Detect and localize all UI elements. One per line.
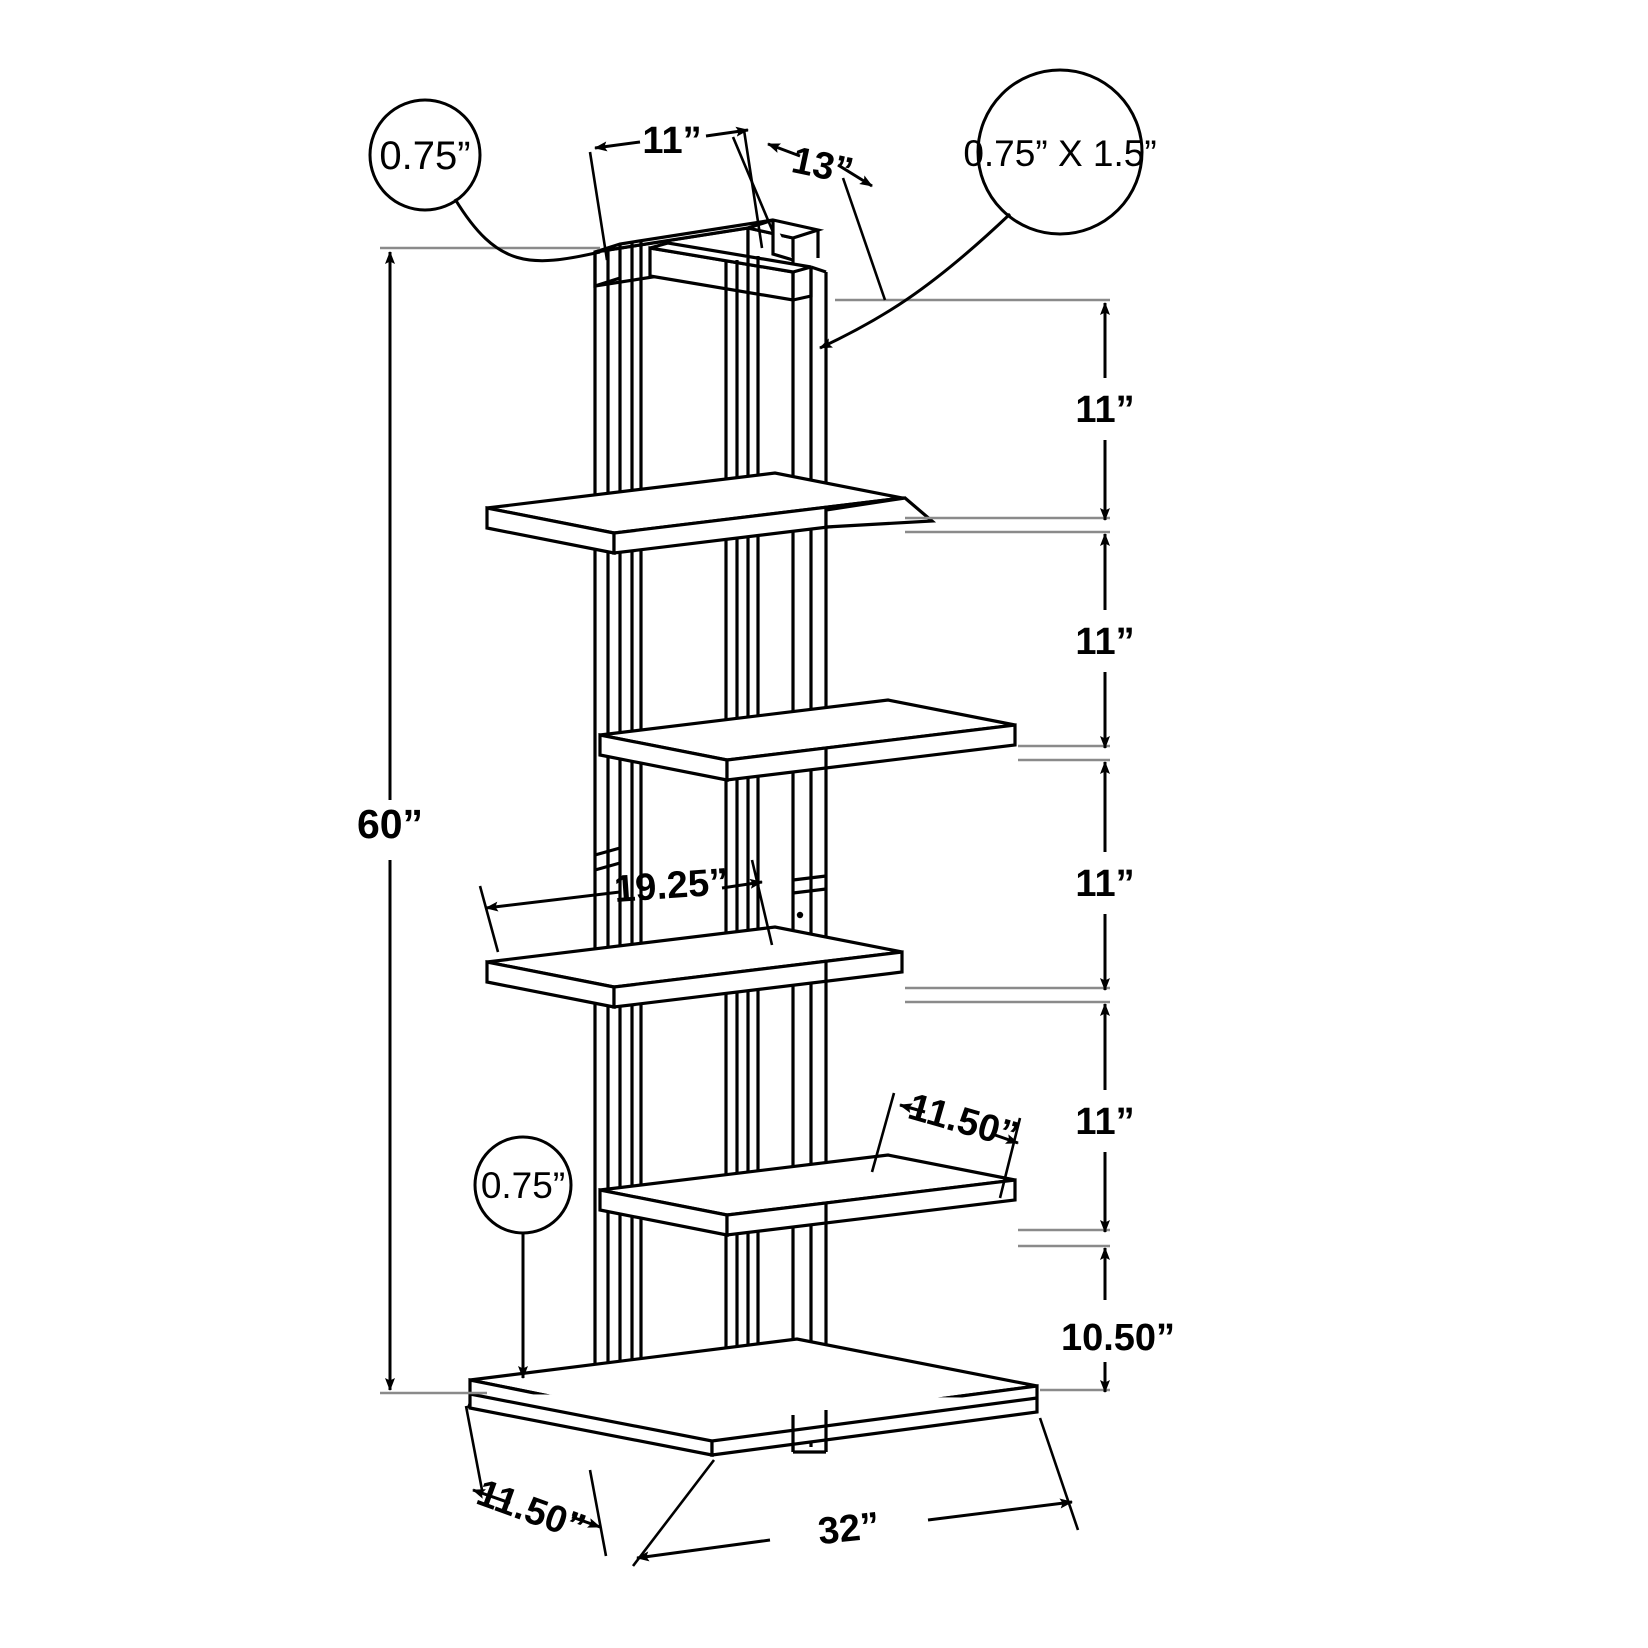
callout-top-left-label: 0.75” [379, 134, 470, 178]
dim-gap-2: 11” [1075, 533, 1135, 749]
dim-gap-3: 11” [1075, 761, 1135, 991]
right-front-post [791, 265, 828, 1454]
dim-label-60: 60” [357, 801, 423, 847]
callout-bottom-left: 0.75” [473, 1135, 573, 1379]
shelf-2 [598, 698, 1017, 782]
shelf-4 [598, 1153, 1017, 1237]
dim-label-11-b: 11” [1075, 621, 1134, 663]
dim-gap-1: 11” [1075, 302, 1135, 521]
dim-gap-4: 11” [1075, 1003, 1135, 1233]
dim-label-11-a: 11” [1075, 389, 1134, 431]
dim-label-32: 32” [816, 1505, 881, 1553]
dim-label-11-50-base: 11.50” [471, 1472, 591, 1550]
dim-label-11-c: 11” [1075, 863, 1134, 905]
post-joint-marks [594, 846, 621, 872]
shelf-3 [485, 925, 904, 1009]
dim-label-11-d: 11” [1075, 1101, 1134, 1143]
dim-gap-bottom: 10.50” [1061, 1247, 1175, 1393]
dim-overall-height: 60” [357, 251, 423, 1391]
left-post-front [593, 244, 622, 1395]
callout-top-right: 0.75” X 1.5” [819, 68, 1157, 350]
shelf-1-right-wing [824, 496, 937, 529]
dim-base-width: 32” [631, 1417, 1080, 1567]
callout-top-right-label: 0.75” X 1.5” [963, 133, 1156, 174]
dim-label-13: 13” [788, 139, 857, 193]
dim-label-19-25: 19.25” [613, 861, 730, 911]
callout-top-left: 0.75” [368, 98, 601, 263]
dim-top-depth: 11” [588, 120, 764, 261]
bookcase-illustration [468, 218, 1039, 1457]
dim-shelf-span: 19.25” [478, 859, 774, 953]
base-shelf [468, 1337, 1039, 1457]
extension-lines [380, 246, 1110, 1395]
dim-label-11-depth: 11” [642, 120, 701, 162]
callout-bottom-left-label: 0.75” [481, 1165, 565, 1206]
dim-label-10-50: 10.50” [1061, 1317, 1175, 1359]
dim-label-11-50-mid: 11.50” [904, 1086, 1023, 1157]
